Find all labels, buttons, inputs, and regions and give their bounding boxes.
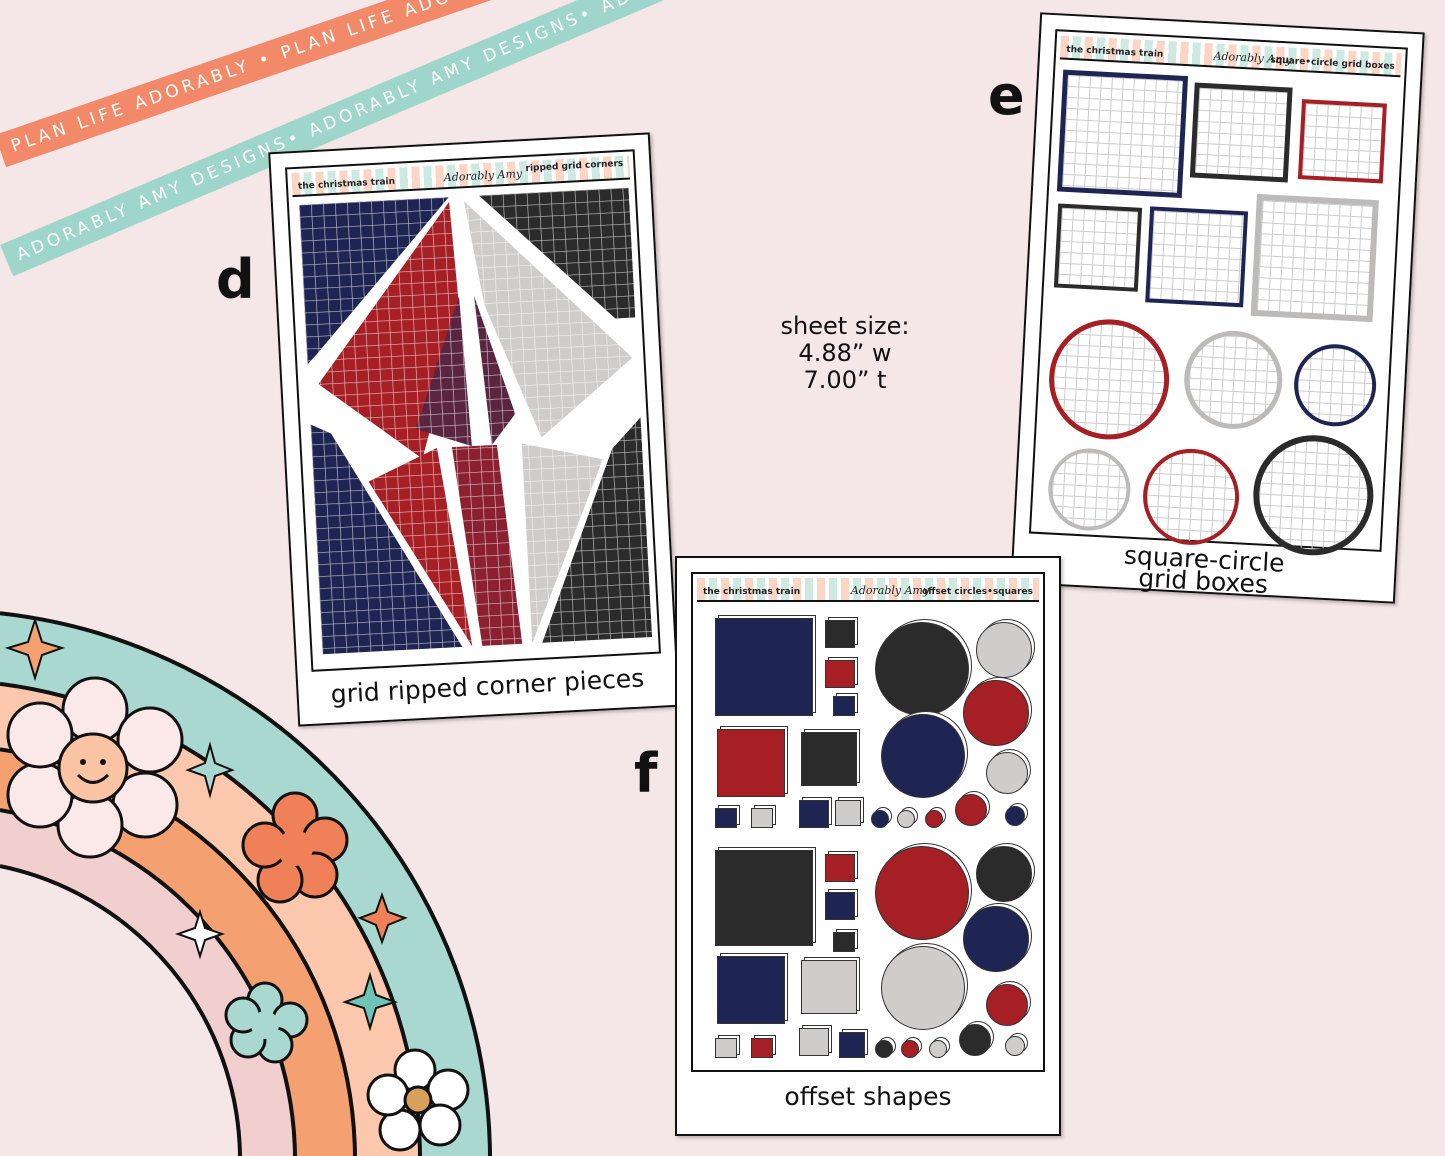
grid-box-black	[1053, 203, 1143, 292]
square-navy	[715, 618, 813, 716]
grid-circle-gray	[1046, 446, 1133, 533]
square-gray	[835, 800, 861, 826]
square-gray	[799, 1028, 829, 1056]
square-red	[825, 854, 855, 882]
circle-navy	[881, 714, 965, 798]
brand-logo: Adorably Amy	[443, 167, 523, 185]
circle-black	[976, 846, 1032, 902]
circle-red	[963, 680, 1029, 746]
red-diamond-piece	[318, 201, 461, 459]
sheet-header: the christmas train Adorably Amy square•…	[1059, 35, 1402, 78]
square-navy	[833, 696, 855, 716]
circle-navy	[871, 810, 889, 828]
sheet-e-square-circle-grid-boxes: the christmas train Adorably Amy square•…	[1010, 12, 1425, 604]
center-small-pieces	[415, 295, 516, 447]
circle-black	[875, 1040, 893, 1058]
rainbow-decoration	[0, 611, 492, 1156]
grid-circle-black	[1250, 432, 1377, 559]
circle-black	[875, 622, 969, 716]
grid-box-navy	[1145, 206, 1249, 308]
circle-gray	[986, 752, 1028, 794]
navy-top-left-piece	[299, 197, 449, 365]
ripped-corner-pieces	[299, 187, 653, 655]
sheet-caption: offset shapes	[784, 1082, 952, 1111]
square-black	[825, 620, 855, 648]
square-navy	[715, 808, 737, 828]
gray-diamond-piece	[464, 201, 633, 438]
sparkle-icon	[174, 908, 226, 960]
circle-red	[925, 810, 943, 828]
circle-navy	[963, 906, 1029, 972]
square-black	[833, 932, 855, 952]
sparkle-icon	[341, 971, 399, 1032]
circle-gray	[897, 810, 915, 828]
sparkle-icon	[185, 741, 235, 799]
theme-name: the christmas train	[703, 587, 801, 597]
grid-circle-gray	[1181, 328, 1285, 432]
circle-navy	[1005, 806, 1025, 826]
rainbow-inner	[0, 866, 240, 1156]
label-f: f	[634, 742, 658, 805]
square-black	[715, 850, 813, 946]
sheet-title: ripped grid corners	[525, 158, 624, 174]
grid-circle-navy	[1292, 342, 1379, 429]
circle-gray	[929, 1040, 947, 1058]
navy-red-bottom-piece	[451, 444, 523, 646]
sheet-header: the christmas train Adorably Amy offset …	[697, 578, 1039, 602]
circle-black	[959, 1024, 991, 1056]
square-red	[751, 1038, 773, 1058]
circle-gray	[976, 622, 1032, 678]
sheet-height: 7.00” t	[803, 366, 887, 394]
grid-box-red	[1297, 99, 1387, 184]
sheet-title: offset circles•squares	[921, 587, 1033, 597]
sheet-size-info: sheet size: 4.88” w 7.00” t	[770, 313, 920, 394]
teal-flower-icon	[224, 981, 309, 1064]
square-navy	[717, 956, 785, 1024]
navy-bottom-left-piece	[310, 424, 463, 655]
sparkle-icon	[357, 891, 408, 946]
gray-bottom-piece	[521, 443, 603, 644]
theme-name: the christmas train	[1066, 44, 1164, 60]
red-bottom-piece	[368, 447, 473, 647]
circle-red	[901, 1040, 919, 1058]
black-top-right-piece	[478, 187, 636, 319]
circle-red	[875, 846, 969, 940]
square-red	[717, 729, 785, 797]
sheet-size-label: sheet size:	[780, 312, 910, 340]
sheet-title: square•circle grid boxes	[1270, 55, 1396, 72]
label-e: e	[988, 64, 1025, 127]
grid-box-navy	[1056, 69, 1189, 198]
brand-logo: Adorably Amy	[850, 584, 930, 597]
white-flower-icon	[366, 1048, 470, 1152]
square-gray	[715, 1038, 737, 1058]
square-gray	[801, 960, 857, 1014]
circle-red	[986, 984, 1028, 1026]
grid-circle-red	[1140, 446, 1242, 548]
square-navy	[799, 800, 829, 828]
sheet-d-ripped-grid-corners: the christmas train Adorably Amy ripped …	[268, 132, 680, 727]
black-bottom-right-piece	[542, 417, 653, 643]
grid-box-gray	[1250, 193, 1379, 323]
sheet-f-offset-shapes: the christmas train Adorably Amy offset …	[675, 556, 1061, 1136]
sheet-width: 4.88” w	[798, 339, 892, 367]
circle-gray	[881, 946, 965, 1030]
grid-box-black	[1189, 82, 1293, 183]
circle-red	[955, 794, 987, 826]
sparkle-icon	[4, 616, 66, 682]
daisy-smiley-icon	[6, 676, 184, 859]
square-navy	[825, 892, 855, 920]
circle-gray	[1005, 1036, 1025, 1056]
square-black	[801, 732, 857, 786]
grid-circle-red	[1046, 316, 1173, 443]
square-gray	[751, 808, 773, 828]
square-navy	[839, 1032, 865, 1058]
orange-flower-icon	[241, 791, 349, 904]
label-d: d	[216, 248, 255, 311]
theme-name: the christmas train	[297, 176, 396, 192]
square-red	[825, 660, 855, 688]
